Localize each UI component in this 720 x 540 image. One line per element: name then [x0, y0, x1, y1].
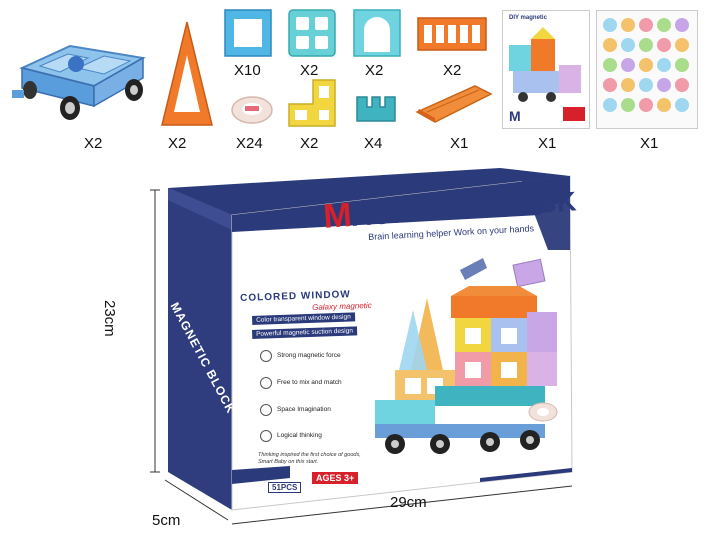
hexagon-ring-qty: X24	[236, 135, 263, 152]
l-shape-piece	[287, 78, 337, 128]
rectangle-window-qty: X2	[443, 62, 462, 79]
svg-text:M: M	[509, 108, 521, 124]
feature-item-2: Free to mix and match	[277, 379, 342, 386]
hexagon-ring-piece	[230, 92, 275, 127]
feature-icon-3	[260, 404, 272, 416]
castle-piece	[355, 95, 397, 123]
square-window-qty: X10	[234, 62, 261, 79]
four-square-piece	[287, 8, 337, 58]
box-note: Thinking inspired the first choice of go…	[258, 452, 361, 466]
feature-icon-4	[260, 430, 272, 442]
roof-piece-qty: X1	[450, 135, 469, 152]
ages-badge: AGES 3+	[312, 472, 359, 484]
feature-item-4: Logical thinking	[277, 432, 322, 439]
booklet-title: DIY magnetic	[509, 15, 547, 21]
roof-piece	[415, 82, 493, 124]
triangle-piece	[160, 20, 215, 130]
depth-dimension: 5cm	[152, 512, 181, 529]
feature-icon-1	[260, 350, 272, 362]
feature-item-3: Space Imagination	[277, 406, 331, 413]
pcs-badge: 51PCS	[268, 482, 302, 493]
rectangle-window-piece	[416, 14, 488, 54]
booklet-item: DIY magnetic M	[502, 10, 590, 129]
car-base-qty: X2	[84, 135, 103, 152]
box-build-illustration	[375, 258, 558, 454]
l-shape-qty: X2	[300, 135, 319, 152]
booklet-qty: X1	[538, 135, 557, 152]
height-dimension: 23cm	[101, 300, 118, 337]
feature-item-1: Strong magnetic force	[277, 352, 341, 359]
sticker-sheet-item	[596, 10, 698, 129]
square-window-piece	[223, 8, 273, 58]
four-square-qty: X2	[300, 62, 319, 79]
castle-piece-qty: X4	[364, 135, 383, 152]
arch-window-qty: X2	[365, 62, 384, 79]
arch-window-piece	[352, 8, 402, 58]
sticker-sheet-qty: X1	[640, 135, 659, 152]
width-dimension: 29cm	[390, 494, 427, 511]
feature-icon-2	[260, 377, 272, 389]
car-base-piece	[8, 28, 146, 123]
triangle-qty: X2	[168, 135, 187, 152]
